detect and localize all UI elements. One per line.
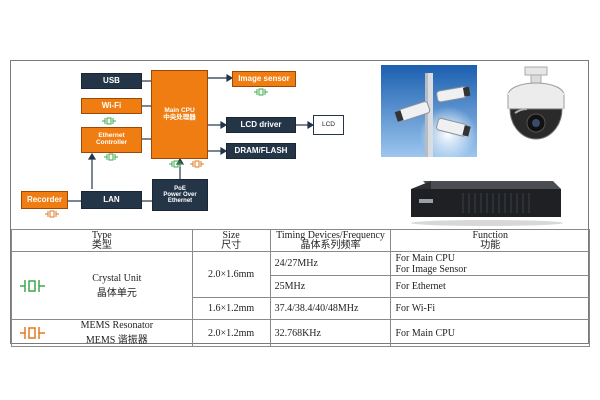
main-cpu-block: Main CPU 中央处理器 — [151, 70, 208, 159]
bullet-camera-photo — [381, 65, 477, 157]
recorder-device-photo — [411, 181, 563, 226]
size-cell: 1.6×1.2mm — [191, 297, 271, 320]
ethernet-controller-block: Ethernet Controller — [81, 127, 142, 153]
table-row: 25MHz For Ethernet — [12, 275, 590, 298]
usb-block: USB — [81, 73, 142, 89]
crystal-unit-label: Crystal Unit — [92, 272, 142, 284]
frequency-cell: 32.768KHz — [269, 319, 392, 347]
connection-lines — [45, 73, 315, 218]
dram-flash-block: DRAM/FLASH — [226, 143, 296, 159]
crystal-unit-icon — [20, 279, 45, 292]
poe-block: PoE Power Over Ethernet — [152, 179, 208, 211]
lcd-driver-block: LCD driver — [226, 117, 296, 133]
image-sensor-block: Image sensor — [232, 71, 296, 87]
function-cell: For Wi-Fi — [390, 297, 590, 320]
size-cell: 2.0×1.2mm — [191, 319, 271, 347]
frequency-cell: 24/27MHz — [269, 251, 392, 276]
lan-block: LAN — [81, 191, 142, 209]
mems-resonator-label: MEMS Resonator — [80, 320, 154, 331]
figure-frame: USB Wi-Fi Ethernet Controller Main CPU 中… — [10, 60, 590, 347]
table-row: 1.6×1.2mm 37.4/38.4/40/48MHz For Wi-Fi — [12, 297, 590, 320]
block-diagram: USB Wi-Fi Ethernet Controller Main CPU 中… — [11, 61, 590, 229]
function-cell: For Ethernet — [390, 275, 590, 298]
mems-resonator-label-zh: MEMS 谐振器 — [85, 335, 148, 346]
wifi-block: Wi-Fi — [81, 98, 142, 114]
frequency-cell: 37.4/38.4/40/48MHz — [269, 297, 392, 320]
size-cell: 2.0×1.6mm — [191, 251, 271, 298]
function-cell: For Main CPU — [390, 319, 590, 347]
crystal-unit-cell: Crystal Unit 晶体单元 — [11, 251, 193, 320]
frequency-cell: 25MHz — [269, 275, 392, 298]
recorder-block: Recorder — [21, 191, 68, 209]
lcd-block: LCD — [313, 115, 344, 135]
table-row: Crystal Unit 晶体单元 2.0×1.6mm 24/27MHz For … — [11, 251, 590, 320]
crystal-unit-label-zh: 晶体单元 — [96, 287, 137, 299]
dome-camera-photo — [507, 66, 565, 140]
mems-resonator-icon — [20, 327, 45, 339]
